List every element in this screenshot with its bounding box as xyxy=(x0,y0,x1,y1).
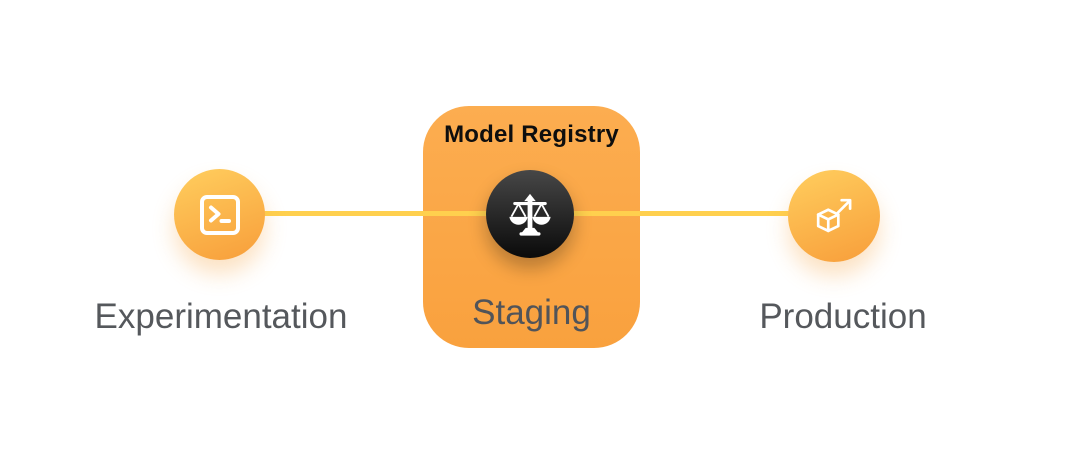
experimentation-label: Experimentation xyxy=(94,297,348,336)
cube-arrow-icon xyxy=(811,193,857,239)
production-label: Production xyxy=(759,297,927,336)
balance-scale-icon xyxy=(507,191,553,237)
terminal-icon xyxy=(198,193,242,237)
experimentation-node xyxy=(174,169,265,260)
model-registry-title: Model Registry xyxy=(444,121,619,148)
production-node xyxy=(788,170,880,262)
registry-stage-node xyxy=(486,170,574,258)
staging-label: Staging xyxy=(472,293,591,332)
